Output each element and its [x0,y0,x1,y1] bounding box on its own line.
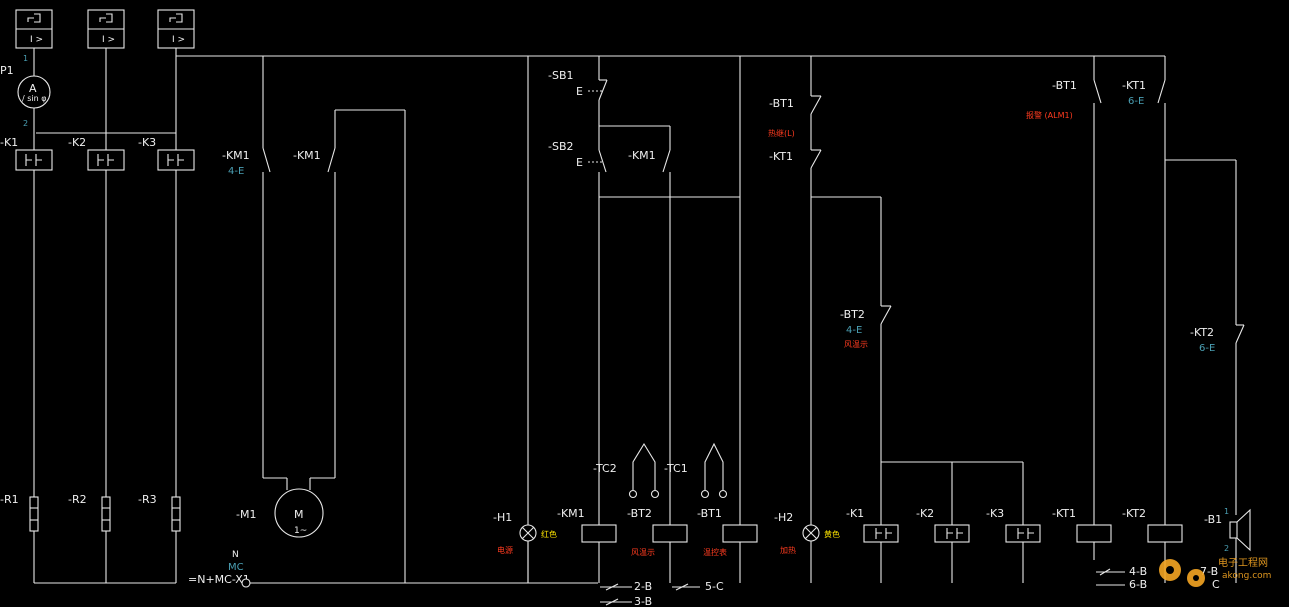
ref-7b: 7-B [1200,565,1218,578]
h1-color-label: 红色 [541,529,557,539]
label-mc: MC [228,562,244,573]
svg-text:I >: I > [102,35,115,45]
h2-red-label: 加热 [780,545,796,555]
label-km1-c: -KM1 [628,149,656,162]
bt1-top-red-label: 热继(L) [768,128,795,138]
label-r1: -R1 [0,493,19,506]
coil-k2 [934,524,970,543]
label-k2-coil: -K2 [916,507,934,520]
thermocouple-tc2 [628,442,660,499]
label-h2: -H2 [774,511,793,524]
label-r2: -R2 [68,493,87,506]
label-tc2: -TC2 [593,462,617,475]
wire-2-label: 2 [23,119,28,128]
label-p1: P1 [0,64,14,77]
bt1-right-red-label: 报警 (ALM1) [1026,110,1073,120]
ref-2b: 2-B [634,580,652,593]
label-bt2-ref: 4-E [846,325,862,336]
coil-bt1 [722,524,758,543]
label-k2: -K2 [68,136,86,149]
resistor-r2 [101,496,111,532]
terminal-label: =N+MC-X1 [188,573,250,586]
contact-k1 [15,149,53,171]
b1-pin-1: 1 [1224,507,1229,516]
ref-5c: 5-C [705,580,724,593]
thermocouple-tc1 [700,442,728,499]
label-k1-coil: -K1 [846,507,864,520]
label-kt1-right-ref: 6-E [1128,96,1144,107]
label-km1-b: -KM1 [293,149,321,162]
label-k3: -K3 [138,136,156,149]
label-kt2-right: -KT2 [1190,326,1214,339]
contact-k2 [87,149,125,171]
h2-color-label: 黄色 [824,529,840,539]
label-r3: -R3 [138,493,157,506]
contact-k3 [157,149,195,171]
coil-bt2 [652,524,688,543]
ammeter-sin-label: / sin φ [22,94,47,103]
coil-k1 [863,524,899,543]
label-bt2: -BT2 [840,308,865,321]
wire-1-label: 1 [23,54,28,63]
label-kt2-coil: -KT2 [1122,507,1146,520]
label-km1-a-ref: 4-E [228,166,244,177]
label-b1: -B1 [1204,513,1222,526]
label-sb2: -SB2 [548,140,574,153]
svg-text:I >: I > [172,35,185,45]
bt2-red-label: 风温示 [844,340,868,349]
coil-km1 [581,524,617,543]
watermark: 电子工程网 akong.com [1159,556,1271,587]
label-sb2-e: E [576,156,583,169]
label-tc1: -TC1 [664,462,688,475]
motor-phase-label: 1~ [294,526,307,536]
label-bt1-top: -BT1 [769,97,794,110]
label-n: N [232,550,239,560]
label-m1: -M1 [236,508,256,521]
ammeter-p1: A / sin φ [17,75,51,109]
label-bt2-coil: -BT2 [627,507,652,520]
label-k1: -K1 [0,136,18,149]
label-kt2-right-ref: 6-E [1199,343,1215,354]
breaker-block-3: I > [157,9,195,49]
label-h1: -H1 [493,511,512,524]
breaker-block-2: I > [87,9,125,49]
label-bt1-coil: -BT1 [697,507,722,520]
ref-4b: 4-B [1129,565,1147,578]
label-k3-coil: -K3 [986,507,1004,520]
coil-kt2 [1147,524,1183,543]
breaker-block-1: I > [15,9,53,49]
horn-b1 [1229,508,1251,552]
b1-pin-2: 2 [1224,544,1229,553]
ref-3b: 3-B [634,595,652,607]
label-kt1-coil: -KT1 [1052,507,1076,520]
coil-k3 [1005,524,1041,543]
h1-red-label: 电源 [497,545,513,555]
label-kt1-right: -KT1 [1122,79,1146,92]
resistor-r3 [171,496,181,532]
label-km1-coil: -KM1 [557,507,585,520]
label-bt1-right: -BT1 [1052,79,1077,92]
motor-m1: M 1~ [274,488,324,538]
ammeter-a-label: A [29,82,37,95]
label-sb1: -SB1 [548,69,574,82]
bt2-coil-red-label: 风温示 [631,548,655,557]
label-km1-a: -KM1 [222,149,250,162]
resistor-r1 [29,496,39,532]
motor-m-label: M [294,508,304,521]
lamp-h2 [802,524,820,542]
lamp-h1 [519,524,537,542]
terminal-x1 [241,578,251,588]
bt1-coil-red-label: 温控表 [703,547,727,557]
svg-text:I >: I > [30,35,43,45]
label-kt1-top: -KT1 [769,150,793,163]
watermark-cn: 电子工程网 [1218,556,1268,569]
coil-kt1 [1076,524,1112,543]
ref-c: C [1212,578,1220,591]
ref-6b: 6-B [1129,578,1147,591]
label-sb1-e: E [576,85,583,98]
watermark-url: akong.com [1222,571,1271,581]
